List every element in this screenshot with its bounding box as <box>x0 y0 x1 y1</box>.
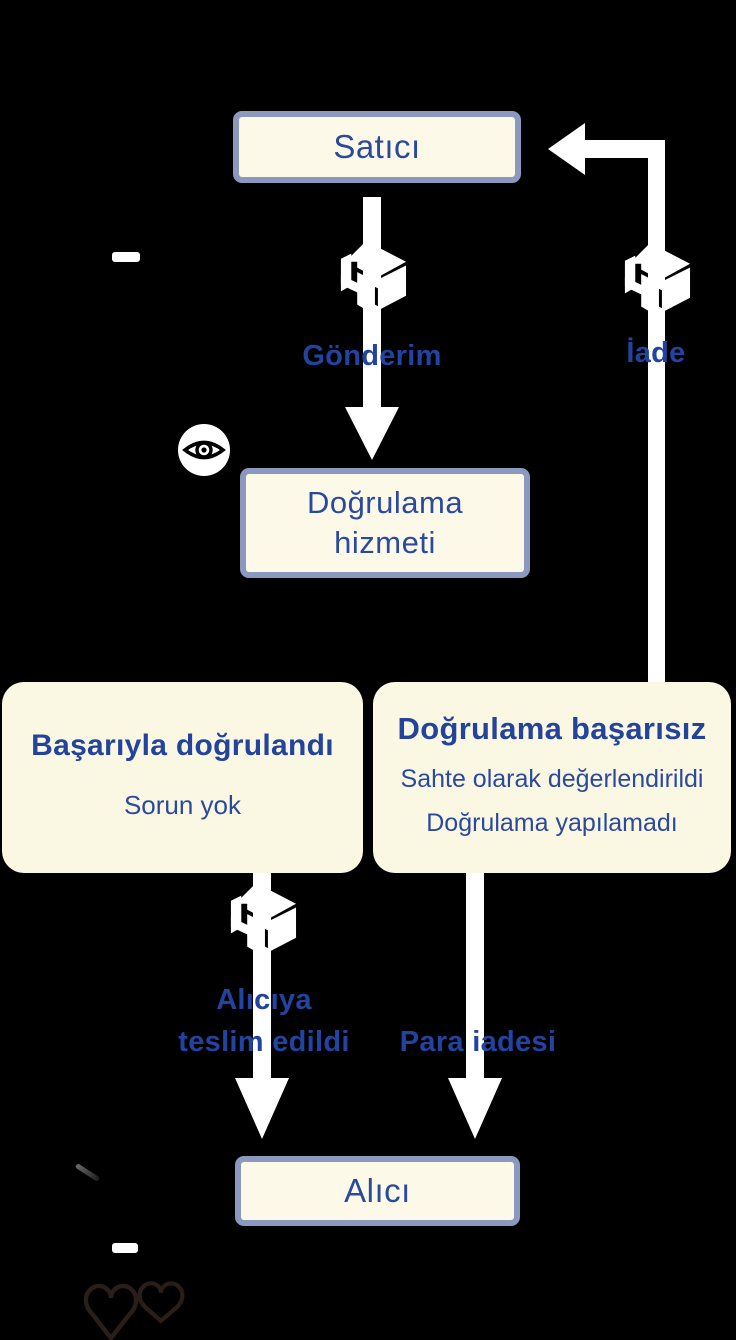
seller-label: Satıcı <box>333 128 421 165</box>
delivered-label-line2: teslim edildi <box>178 1026 350 1058</box>
refund-arrowhead <box>448 1078 502 1139</box>
package-icon <box>624 243 691 316</box>
return-arrow-horizontal-line <box>584 140 665 158</box>
verification-failed-box: Doğrulama başarısız Sahte olarak değerle… <box>373 682 731 873</box>
verification-failed-subtitle2: Doğrulama yapılamadı <box>426 808 678 837</box>
return-label: İade <box>626 337 686 369</box>
seller-node: Satıcı <box>233 111 521 183</box>
verified-success-subtitle: Sorun yok <box>123 789 242 820</box>
decor-dash-top <box>112 252 140 262</box>
verification-label-line2: hizmeti <box>334 525 436 560</box>
package-icon <box>340 241 407 314</box>
delivered-label: Alıcıya teslim edildi <box>178 979 350 1063</box>
verification-label-line1: Doğrulama <box>306 485 464 520</box>
verification-service-node: Doğrulama hizmeti <box>240 468 530 578</box>
shipment-arrowhead <box>345 407 399 460</box>
refund-label: Para iadesi <box>399 1026 557 1058</box>
delivered-label-line1: Alıcıya <box>216 984 312 1016</box>
return-arrowhead <box>548 123 585 175</box>
refund-arrow-line <box>466 873 484 1080</box>
hearts-icon <box>83 1281 185 1340</box>
buyer-node: Alıcı <box>235 1156 520 1226</box>
verification-failed-subtitle1: Sahte olarak değerlendirildi <box>400 764 704 793</box>
package-icon <box>230 883 297 956</box>
verification-failed-title: Doğrulama başarısız <box>397 710 707 746</box>
delivered-arrowhead <box>235 1078 289 1139</box>
buyer-label: Alıcı <box>344 1172 411 1209</box>
decor-dash-bottom <box>112 1243 138 1253</box>
verified-success-title: Başarıyla doğrulandı <box>31 728 334 762</box>
eye-icon <box>178 424 230 476</box>
verified-success-box: Başarıyla doğrulandı Sorun yok <box>2 682 363 873</box>
return-arrow-vertical-line <box>648 140 665 682</box>
shipment-label: Gönderim <box>302 340 442 372</box>
pen-stroke-decor <box>74 1163 101 1182</box>
